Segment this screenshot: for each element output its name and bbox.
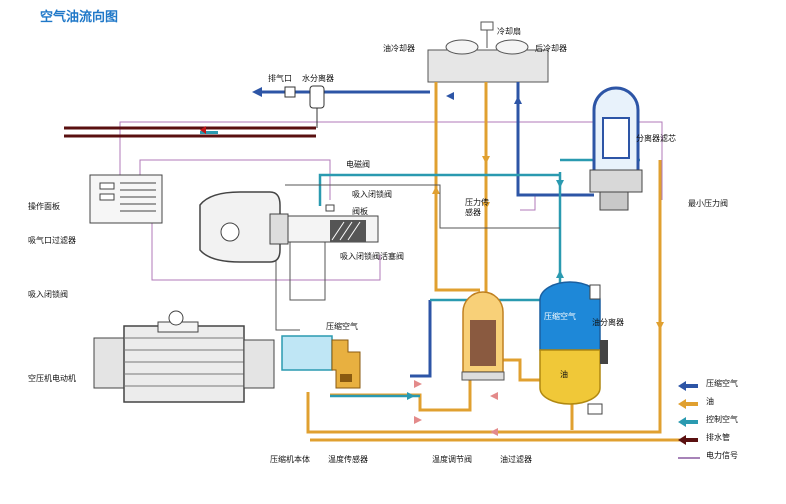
legend-label: 油 [706,397,714,406]
intake-lines [275,184,560,331]
label-motor: 空压机电动机 [28,374,76,383]
separator-filter [589,86,643,211]
label-separator-filter: 分离器滤芯 [636,134,676,143]
legend-item-drain: 排水管 [676,431,784,449]
legend-swatch [676,377,706,391]
label-after-cooler: 后冷却器 [535,44,567,53]
label-oil-filter: 油过滤器 [500,455,532,464]
motor [93,310,275,403]
label-min-pressure-valve: 最小压力阀 [688,199,728,208]
legend-swatch-mark [678,457,700,459]
air-filter [199,191,289,263]
label-intake-valve-2: 吸入闭锁阀 [28,290,68,299]
label-pressure-sensor: 压力传感器 [465,198,489,217]
oil-separator-tank [539,281,608,415]
label-oil-separator: 油分离器 [592,318,624,327]
exhaust-line [252,85,430,128]
legend-swatch-mark [678,399,698,409]
legend-label: 电力信号 [706,451,738,460]
label-oil-cooler: 油冷却器 [383,44,415,53]
air-arrows [446,92,522,104]
label-intake-valve: 吸入闭锁阀 [352,190,392,199]
compressed-air-lines [410,82,594,378]
oil-filter [461,291,505,381]
label-temp-regulator: 温度调节阀 [432,455,472,464]
legend-swatch [676,449,706,461]
legend-item-compressed-air: 压缩空气 [676,377,784,395]
label-tank-air: 压缩空气 [544,312,576,321]
legend-label: 压缩空气 [706,379,738,388]
operation-panel [89,174,163,224]
intake-valve [287,204,379,243]
return-arrows [414,380,498,436]
label-valve-plate: 阀板 [352,207,368,216]
label-oil: 油 [560,370,568,379]
label-water-separator: 水分离器 [302,74,334,83]
legend: 压缩空气 油 控制空气 排水管 电力信号 [676,377,784,467]
control-arrows [407,180,564,400]
legend-swatch [676,413,706,427]
label-solenoid-valve: 电磁阀 [346,160,370,169]
legend-item-control-air: 控制空气 [676,413,784,431]
drain-lines [64,126,316,138]
oil-lines [306,82,680,442]
label-exhaust-port: 排气口 [268,74,292,83]
label-compressor-body: 压缩机本体 [270,455,310,464]
legend-swatch-mark [678,435,698,445]
legend-swatch [676,431,706,445]
legend-swatch-mark [678,417,698,427]
cooler-assembly [427,21,549,83]
legend-item-electric: 电力信号 [676,449,784,467]
label-temp-sensor: 温度传感器 [328,455,368,464]
diagram-title: 空气油流向图 [40,10,119,25]
legend-item-oil: 油 [676,395,784,413]
label-intake-valve-piston: 吸入闭锁阀活塞阀 [340,252,404,261]
legend-swatch-mark [678,381,698,391]
label-compressed-air-screw: 压缩空气 [326,322,358,331]
legend-label: 排水管 [706,433,730,442]
legend-label: 控制空气 [706,415,738,424]
legend-swatch [676,395,706,409]
label-operation-panel: 操作面板 [28,202,60,211]
electric-signal-lines [119,121,663,281]
label-air-filter: 吸气口过滤器 [28,236,76,245]
compressor-body [281,335,361,389]
label-cooling-fan: 冷却扇 [497,27,521,36]
